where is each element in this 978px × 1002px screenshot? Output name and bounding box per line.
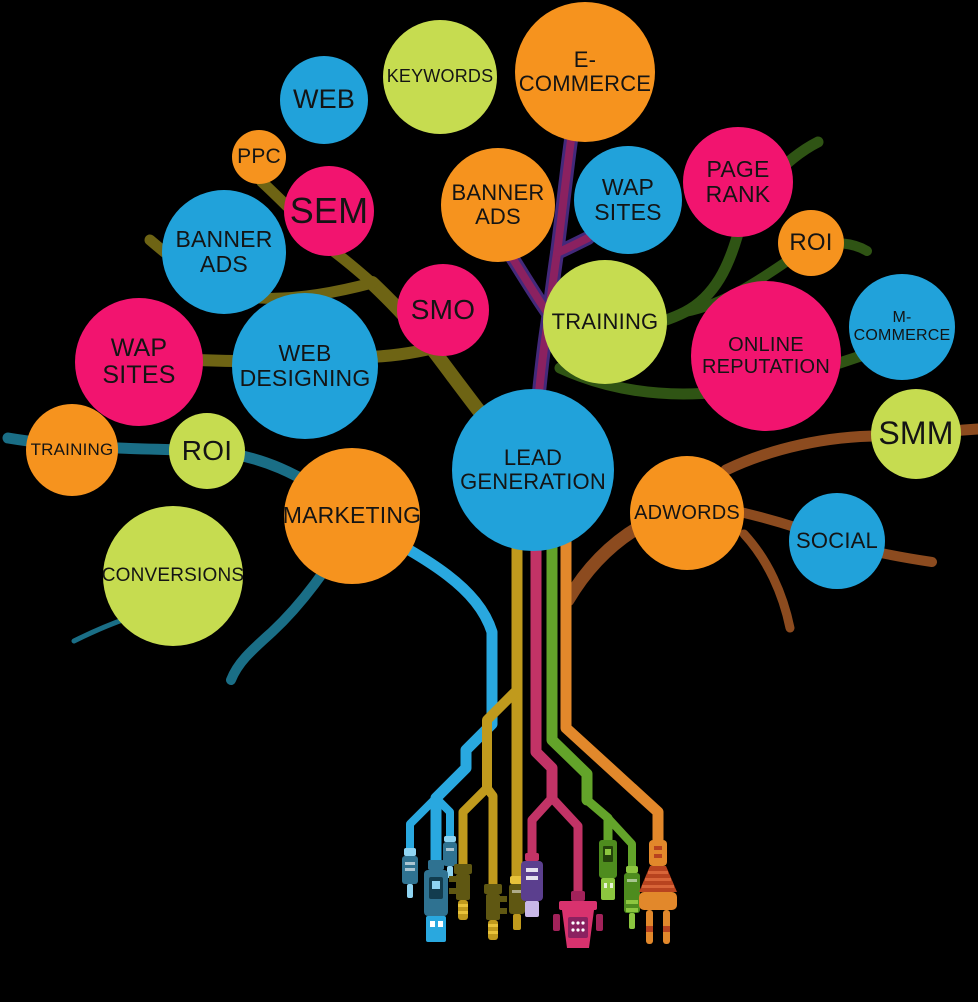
node-wap-sites-top: WAP SITES xyxy=(574,146,682,254)
mini-jack-icon xyxy=(443,836,457,878)
node-adwords: ADWORDS xyxy=(630,456,744,570)
vga-plug-icon xyxy=(553,891,603,948)
node-lead-generation: LEAD GENERATION xyxy=(452,389,614,551)
node-banner-ads-left: BANNER ADS xyxy=(162,190,286,314)
node-wap-sites-left: WAP SITES xyxy=(75,298,203,426)
node-keywords: KEYWORDS xyxy=(383,20,497,134)
node-marketing: MARKETING xyxy=(283,448,421,584)
node-ppc: PPC xyxy=(232,130,286,184)
node-banner-ads-top: BANNER ADS xyxy=(441,148,555,262)
root-green-cable xyxy=(546,534,636,874)
node-sem: SEM xyxy=(284,166,374,256)
node-online-reputation: ONLINE REPUTATION xyxy=(691,281,841,431)
ethernet-connector-icon xyxy=(449,864,472,920)
purple-usb-plug-icon xyxy=(521,853,543,917)
usb-plug-icon xyxy=(424,860,448,942)
node-conversions: CONVERSIONS xyxy=(102,506,244,646)
power-plug-icon xyxy=(639,840,677,944)
node-roi-left: ROI xyxy=(169,413,245,489)
node-training-center: TRAINING xyxy=(543,260,667,384)
node-page-rank: PAGE RANK xyxy=(683,127,793,237)
root-magenta-cable xyxy=(527,534,583,898)
node-e-commerce: E- COMMERCE xyxy=(515,2,655,142)
root-connectors xyxy=(402,836,677,948)
green-jack-icon xyxy=(624,866,640,929)
gold-jack-icon xyxy=(509,876,525,930)
node-m-commerce: M- COMMERCE xyxy=(849,274,955,380)
node-social: SOCIAL xyxy=(789,493,885,589)
ethernet-connector-icon xyxy=(484,884,507,940)
node-training-left: TRAINING xyxy=(26,404,118,496)
node-roi-top: ROI xyxy=(778,210,844,276)
root-orange-cable xyxy=(560,534,664,848)
node-web-designing: WEB DESIGNING xyxy=(232,293,378,439)
node-smm: SMM xyxy=(871,389,961,479)
node-web: WEB xyxy=(280,56,368,144)
usb-stick-icon xyxy=(599,840,617,900)
root-gold-cable xyxy=(458,534,523,891)
node-smo: SMO xyxy=(397,264,489,356)
audio-jack-icon xyxy=(402,848,418,898)
